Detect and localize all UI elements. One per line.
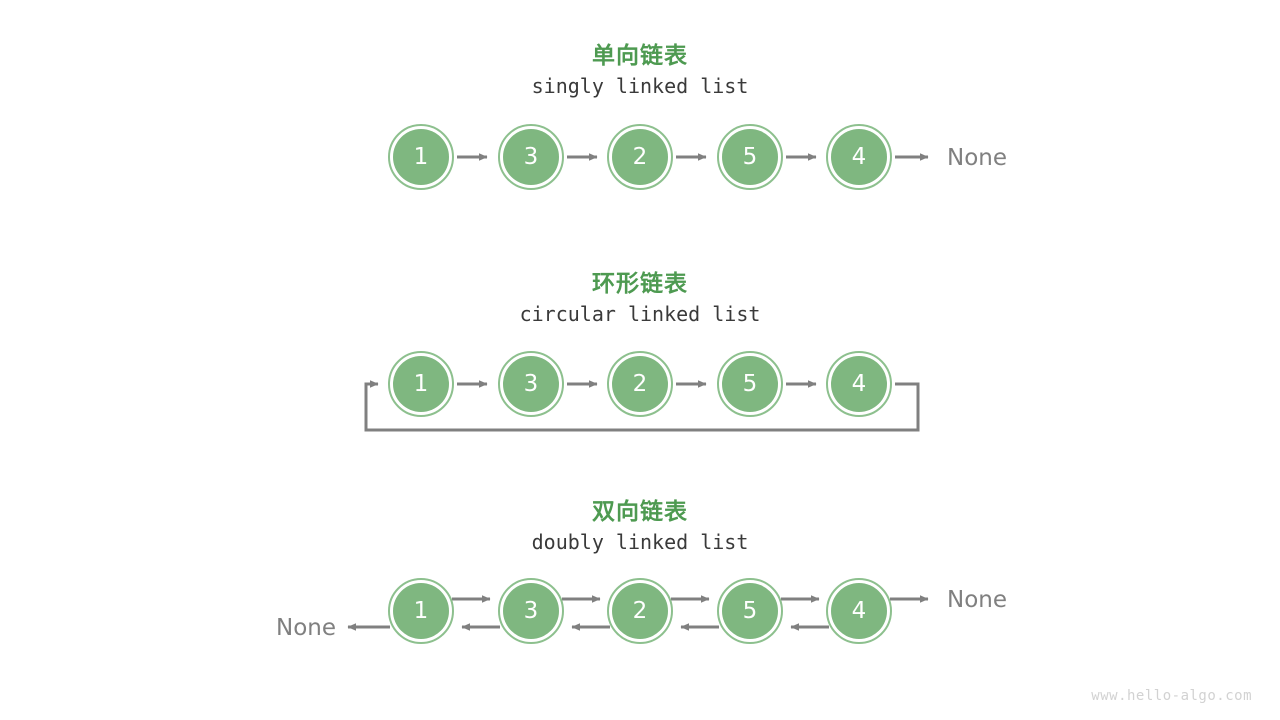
node-value: 1 <box>413 597 429 624</box>
node-disk: 5 <box>722 583 778 639</box>
list-node: 5 <box>717 124 783 190</box>
list-node: 2 <box>607 578 673 644</box>
node-value: 2 <box>632 597 648 624</box>
circular-list-subtitle: circular linked list <box>519 302 761 326</box>
list-node: 4 <box>826 578 892 644</box>
list-node: 3 <box>498 351 564 417</box>
singly-list-subtitle: singly linked list <box>531 74 749 98</box>
node-value: 3 <box>523 370 539 397</box>
node-disk: 3 <box>503 356 559 412</box>
node-disk: 3 <box>503 129 559 185</box>
list-node: 1 <box>388 351 454 417</box>
node-value: 1 <box>413 143 429 170</box>
node-value: 5 <box>742 370 758 397</box>
node-disk: 4 <box>831 129 887 185</box>
watermark: www.hello-algo.com <box>1091 688 1252 704</box>
doubly-list-subtitle: doubly linked list <box>531 530 749 554</box>
node-disk: 2 <box>612 356 668 412</box>
node-value: 5 <box>742 597 758 624</box>
doubly-tail-none-label: None <box>947 587 1008 613</box>
doubly-head-none-label: None <box>276 615 337 641</box>
circular-list-title: 环形链表 <box>592 271 688 297</box>
node-disk: 1 <box>393 583 449 639</box>
node-disk: 4 <box>831 356 887 412</box>
node-disk: 2 <box>612 129 668 185</box>
singly-tail-none-label: None <box>947 145 1008 171</box>
list-node: 5 <box>717 351 783 417</box>
node-disk: 1 <box>393 356 449 412</box>
doubly-list-title: 双向链表 <box>592 499 688 525</box>
node-value: 4 <box>851 370 867 397</box>
list-node: 4 <box>826 124 892 190</box>
singly-list-title: 单向链表 <box>592 43 688 69</box>
list-node: 4 <box>826 351 892 417</box>
node-disk: 5 <box>722 129 778 185</box>
node-disk: 5 <box>722 356 778 412</box>
list-node: 2 <box>607 351 673 417</box>
node-value: 5 <box>742 143 758 170</box>
node-disk: 3 <box>503 583 559 639</box>
list-node: 3 <box>498 578 564 644</box>
list-node: 1 <box>388 578 454 644</box>
list-node: 1 <box>388 124 454 190</box>
node-value: 2 <box>632 143 648 170</box>
node-disk: 2 <box>612 583 668 639</box>
list-node: 5 <box>717 578 783 644</box>
node-disk: 4 <box>831 583 887 639</box>
node-value: 3 <box>523 597 539 624</box>
node-value: 1 <box>413 370 429 397</box>
list-node: 3 <box>498 124 564 190</box>
node-disk: 1 <box>393 129 449 185</box>
node-value: 4 <box>851 143 867 170</box>
node-value: 4 <box>851 597 867 624</box>
list-node: 2 <box>607 124 673 190</box>
node-value: 2 <box>632 370 648 397</box>
node-value: 3 <box>523 143 539 170</box>
